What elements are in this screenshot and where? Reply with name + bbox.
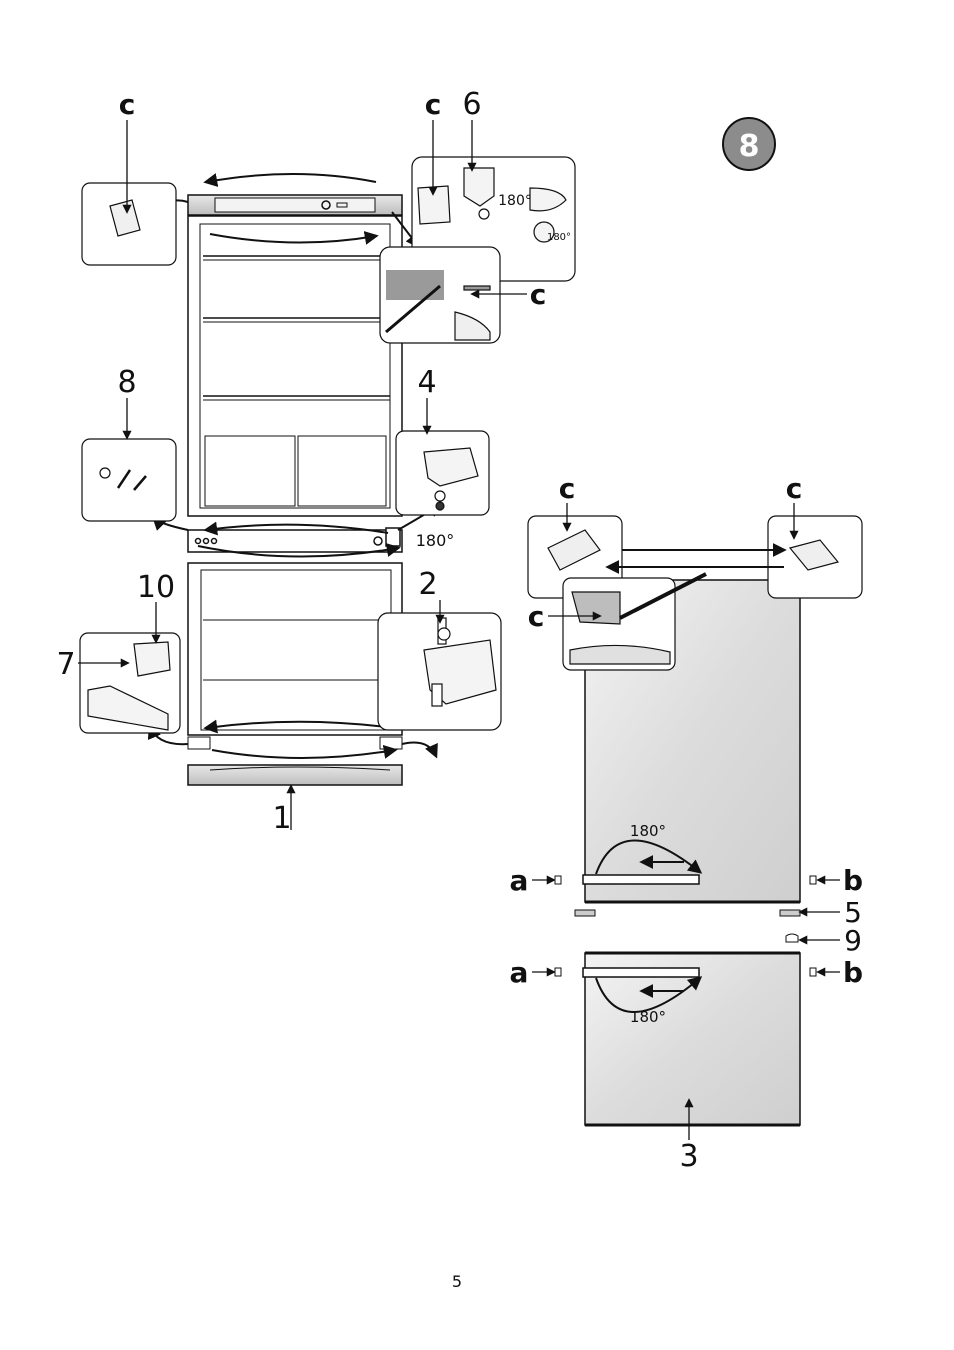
label-180-lower-door: 180°: [630, 1008, 666, 1026]
label-c-door-screwdriver: c: [528, 600, 545, 633]
lower-door: [582, 951, 801, 1127]
door-pins: [554, 875, 817, 977]
detail-callouts-left: [79, 156, 576, 734]
label-180-upper-door: 180°: [630, 822, 666, 840]
label-8: 8: [117, 365, 136, 400]
label-180-middle: 180°: [416, 531, 455, 550]
label-b-upper: b: [843, 864, 863, 897]
label-5: 5: [844, 896, 862, 929]
label-c-door-left: c: [559, 472, 576, 505]
label-c-screwdriver: c: [530, 278, 547, 311]
detail-callouts-right: [527, 515, 863, 671]
step-number: 8: [739, 129, 760, 164]
lower-compartment: [187, 562, 403, 736]
label-9: 9: [844, 924, 862, 957]
label-b-lower: b: [843, 956, 863, 989]
middle-hinge-bar: [187, 529, 403, 553]
label-4: 4: [417, 365, 436, 400]
label-6: 6: [462, 87, 481, 122]
detail-screws-8: [81, 438, 177, 522]
motion-arrows-left: [147, 173, 443, 759]
label-c-door-right: c: [786, 472, 803, 505]
label-10: 10: [137, 570, 175, 605]
fridge-cabinet: [187, 194, 403, 786]
diagram-labels: c c 6 c 8 4 10 7 2 1 c c c a b 5 9 a b 3…: [56, 87, 863, 1174]
page-number: 5: [451, 1272, 463, 1291]
kick-plate: [187, 764, 403, 786]
label-180-small: 180°: [547, 232, 571, 243]
label-a-lower: a: [510, 956, 529, 989]
label-a-upper: a: [510, 864, 529, 897]
lower-door-handle: [582, 967, 700, 978]
label-c-top-left: c: [119, 88, 136, 121]
leader-lines: [78, 120, 840, 1140]
label-c-top-right: c: [425, 88, 442, 121]
upper-compartment: [187, 215, 403, 517]
upper-door-handle: [582, 874, 700, 885]
label-7: 7: [56, 647, 75, 682]
step-badge: 8: [722, 117, 776, 171]
label-180-top: 180°: [498, 193, 532, 209]
label-1: 1: [272, 801, 291, 836]
motion-arrows-right: [595, 543, 787, 1013]
label-3: 3: [679, 1139, 698, 1174]
label-2: 2: [418, 567, 437, 602]
